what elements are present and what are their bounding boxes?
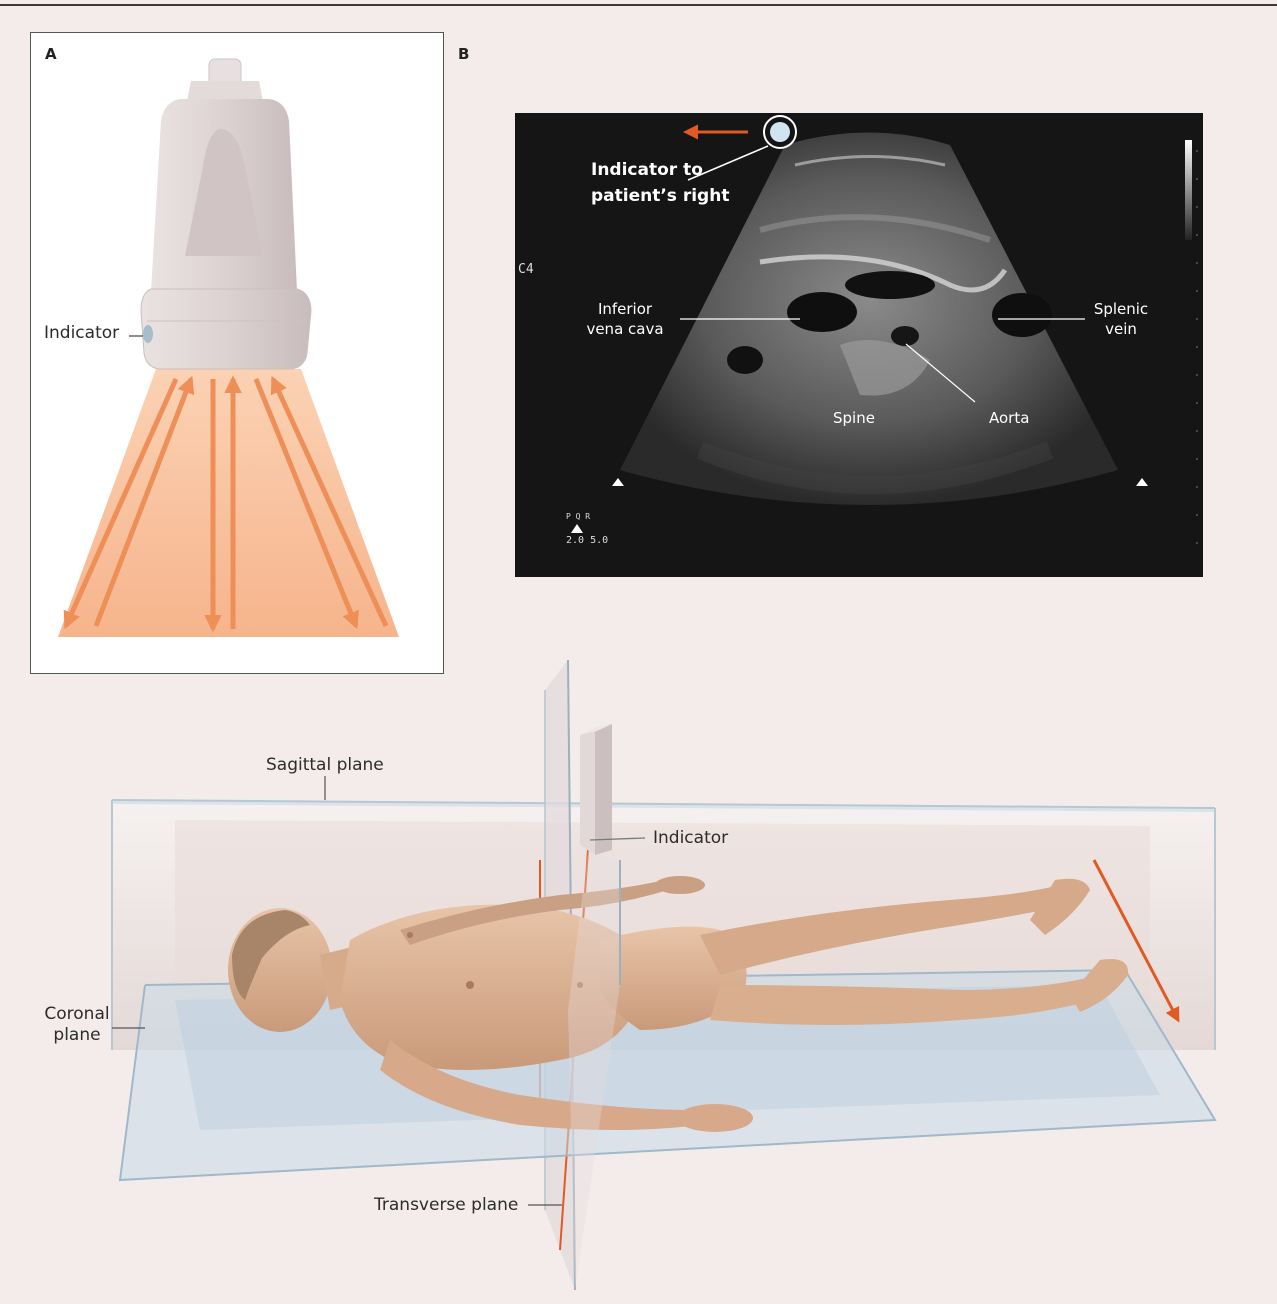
indicator-callout-line2: patient’s right [591,183,729,209]
spine-label: Spine [833,408,875,428]
indicator-notch [143,325,153,343]
scale-pictogram: P Q R 2.0 5.0 [566,511,608,547]
scale-top: P Q R [566,511,608,523]
panel-a-letter: A [45,45,57,63]
transducer-indicator-label: Indicator [653,828,728,848]
ivc-lumen [787,292,857,332]
splenic-vein-label: Splenic vein [1086,299,1156,339]
transverse-plane-label: Transverse plane [374,1195,518,1215]
panel-a [30,32,444,674]
indicator-callout: Indicator to patient’s right [591,157,729,209]
coronal-plane-label: Coronal plane [38,1004,116,1046]
splenic-label-line2: vein [1086,319,1156,339]
transducer [141,59,311,369]
aorta-label: Aorta [989,408,1029,428]
sagittal-plane-label: Sagittal plane [266,755,384,775]
machine-code: C4 [518,262,534,277]
panel-b-letter: B [458,45,469,63]
top-rule [0,4,1277,6]
ivc-label-line1: Inferior [580,299,670,319]
splenic-vein-lumen [992,293,1052,337]
coronal-label-line1: Coronal [38,1004,116,1025]
probe-diagram [31,33,445,675]
probe-indicator-label: Indicator [44,323,119,343]
splenic-label-line1: Splenic [1086,299,1156,319]
indicator-callout-line1: Indicator to [591,157,729,183]
coronal-label-line2: plane [38,1025,116,1046]
ivc-label-line2: vena cava [580,319,670,339]
ivc-label: Inferior vena cava [580,299,670,339]
scale-bottom: 2.0 5.0 [566,535,608,547]
